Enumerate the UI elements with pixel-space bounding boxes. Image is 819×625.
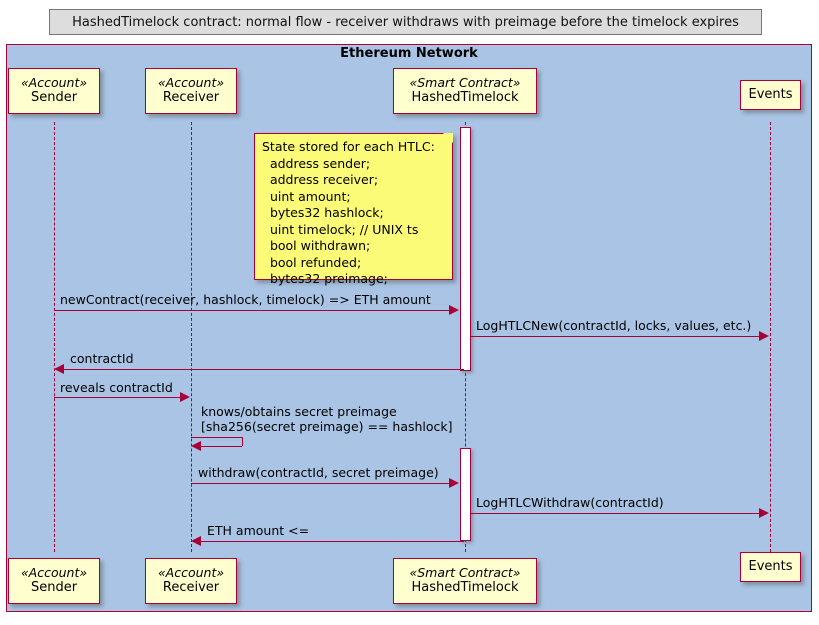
note-fold-corner-icon (443, 133, 453, 143)
message-label-withdraw: withdraw(contractId, secret preimage) (198, 465, 439, 480)
participant-events-top[interactable]: Events (740, 80, 801, 110)
message-label-contractid: contractId (70, 351, 134, 366)
participant-sender-top[interactable]: «Account» Sender (8, 68, 100, 114)
message-label-loghtlcwithdraw: LogHTLCWithdraw(contractId) (476, 495, 664, 510)
message-arrowhead-withdraw (449, 478, 459, 488)
participant-stereotype: «Account» (157, 565, 225, 581)
participant-name: HashedTimelock (411, 89, 519, 105)
network-box-label: Ethereum Network (340, 46, 478, 61)
participant-stereotype: «Account» (20, 75, 88, 91)
message-line-loghtlcnew (471, 336, 760, 337)
participant-name: Sender (30, 89, 78, 105)
lifeline-sender (54, 122, 55, 552)
activation-bar-contract-2 (460, 448, 471, 541)
participant-receiver-bottom[interactable]: «Account» Receiver (145, 558, 237, 604)
message-line-reveals-contractid (54, 397, 181, 398)
message-arrowhead-newcontract (449, 305, 459, 315)
message-label-eth-amount: ETH amount <= (207, 523, 310, 538)
lifeline-events (770, 122, 771, 552)
participant-name: Receiver (162, 579, 220, 595)
participant-contract-top[interactable]: «Smart Contract» HashedTimelock (393, 68, 537, 114)
activation-bar-contract-1 (460, 127, 471, 371)
participant-stereotype: «Smart Contract» (409, 565, 521, 581)
message-arrowhead-eth-amount (191, 536, 201, 546)
message-line-contractid (64, 369, 464, 370)
participant-name: Events (748, 558, 793, 574)
message-line-loghtlcwithdraw (471, 513, 760, 514)
participant-events-bottom[interactable]: Events (740, 552, 801, 582)
self-message-line-side (242, 437, 243, 446)
participant-name: Sender (30, 579, 78, 595)
participant-name: HashedTimelock (411, 579, 519, 595)
message-label-knows-preimage-line1: knows/obtains secret preimage (201, 404, 397, 419)
message-arrowhead-reveals-contractid (180, 392, 190, 402)
message-line-eth-amount (201, 541, 464, 542)
participant-sender-bottom[interactable]: «Account» Sender (8, 558, 100, 604)
self-message-line-bottom (201, 446, 242, 447)
participant-contract-bottom[interactable]: «Smart Contract» HashedTimelock (393, 558, 537, 604)
participant-receiver-top[interactable]: «Account» Receiver (145, 68, 237, 114)
message-arrowhead-contractid (54, 364, 64, 374)
participant-name: Receiver (162, 89, 220, 105)
participant-name: Events (748, 86, 793, 102)
message-arrowhead-loghtlcwithdraw (759, 508, 769, 518)
message-label-reveals-contractid: reveals contractId (60, 380, 173, 395)
message-label-knows-preimage-line2: [sha256(secret preimage) == hashlock] (201, 419, 453, 434)
message-line-withdraw (191, 483, 450, 484)
lifeline-receiver (191, 122, 192, 552)
diagram-title: HashedTimelock contract: normal flow - r… (49, 9, 762, 35)
message-label-newcontract: newContract(receiver, hashlock, timelock… (60, 292, 431, 307)
note-text: State stored for each HTLC: address send… (262, 139, 435, 286)
state-note: State stored for each HTLC: address send… (254, 133, 453, 286)
message-label-loghtlcnew: LogHTLCNew(contractId, locks, values, et… (476, 318, 752, 333)
participant-stereotype: «Smart Contract» (409, 75, 521, 91)
self-message-arrowhead (191, 441, 201, 451)
message-arrowhead-loghtlcnew (759, 331, 769, 341)
message-line-newcontract (54, 310, 450, 311)
participant-stereotype: «Account» (157, 75, 225, 91)
self-message-line-top (191, 437, 242, 438)
participant-stereotype: «Account» (20, 565, 88, 581)
